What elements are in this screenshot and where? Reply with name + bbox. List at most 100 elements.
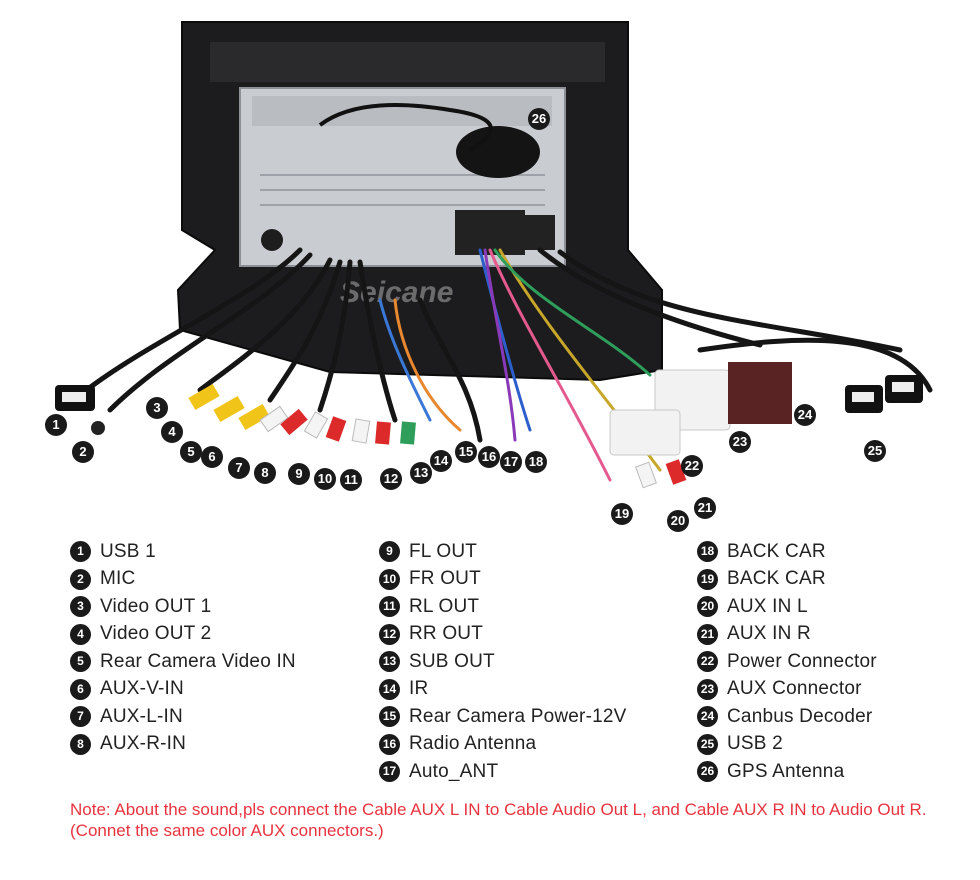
legend-label: BACK CAR <box>727 540 826 562</box>
legend-number: 24 <box>697 706 718 728</box>
legend-number: 7 <box>70 706 91 728</box>
callout-26: 26 <box>528 108 550 130</box>
legend-label: Canbus Decoder <box>727 705 873 727</box>
legend-label: Power Connector <box>727 650 877 672</box>
callout-2: 2 <box>72 441 94 463</box>
callout-10: 10 <box>314 468 336 490</box>
legend-label: Rear Camera Power-12V <box>409 705 627 727</box>
legend-label: AUX IN R <box>727 623 811 645</box>
legend-number: 3 <box>70 596 91 618</box>
legend-number: 15 <box>379 706 400 728</box>
legend-number: 16 <box>379 733 400 755</box>
legend-label: Video OUT 1 <box>100 595 212 617</box>
callout-9: 9 <box>288 463 310 485</box>
callout-24: 24 <box>794 404 816 426</box>
callout-14: 14 <box>430 450 452 472</box>
callout-12: 12 <box>380 468 402 490</box>
legend-item: 17 Auto_ANT <box>379 758 627 786</box>
rca-plugs <box>188 383 687 489</box>
legend-item: 5 Rear Camera Video IN <box>70 648 296 676</box>
callout-4: 4 <box>161 421 183 443</box>
legend-number: 13 <box>379 651 400 673</box>
legend-number: 19 <box>697 568 718 590</box>
legend-item: 12 RR OUT <box>379 621 627 649</box>
legend-item: 18 BACK CAR <box>697 538 877 566</box>
callout-19: 19 <box>611 503 633 525</box>
legend-label: IR <box>409 678 429 700</box>
callout-15: 15 <box>455 441 477 463</box>
legend-item: 26 GPS Antenna <box>697 758 877 786</box>
legend-number: 12 <box>379 623 400 645</box>
legend-item: 16 Radio Antenna <box>379 731 627 759</box>
legend-number: 25 <box>697 733 718 755</box>
legend-label: MIC <box>100 568 136 590</box>
legend-label: BACK CAR <box>727 568 826 590</box>
legend-item: 14 IR <box>379 676 627 704</box>
legend-number: 6 <box>70 678 91 700</box>
legend-number: 10 <box>379 568 400 590</box>
legend-label: GPS Antenna <box>727 760 845 782</box>
callout-22: 22 <box>681 455 703 477</box>
callout-21: 21 <box>694 497 716 519</box>
callout-23: 23 <box>729 431 751 453</box>
legend-number: 14 <box>379 678 400 700</box>
legend-label: AUX Connector <box>727 678 862 700</box>
legend-number: 2 <box>70 568 91 590</box>
legend-label: RR OUT <box>409 623 484 645</box>
sound-connection-note: Note: About the sound,pls connect the Ca… <box>70 800 927 840</box>
legend-label: AUX-R-IN <box>100 733 187 755</box>
legend-item: 20 AUX IN L <box>697 593 877 621</box>
legend-label: FR OUT <box>409 568 481 590</box>
callout-7: 7 <box>228 457 250 479</box>
legend-label: Radio Antenna <box>409 733 537 755</box>
legend-item: 6 AUX-V-IN <box>70 676 296 704</box>
legend-item: 10 FR OUT <box>379 566 627 594</box>
callout-13: 13 <box>410 462 432 484</box>
legend-number: 1 <box>70 541 91 563</box>
legend-label: Rear Camera Video IN <box>100 650 296 672</box>
legend-label: USB 1 <box>100 540 156 562</box>
legend-number: 8 <box>70 733 91 755</box>
legend-label: FL OUT <box>409 540 478 562</box>
callout-11: 11 <box>340 469 362 491</box>
callout-3: 3 <box>146 397 168 419</box>
callout-16: 16 <box>478 446 500 468</box>
legend-item: 23 AUX Connector <box>697 676 877 704</box>
legend-number: 23 <box>697 678 718 700</box>
legend-item: 7 AUX-L-IN <box>70 703 296 731</box>
legend-item: 8 AUX-R-IN <box>70 731 296 759</box>
legend-label: Auto_ANT <box>409 760 499 782</box>
legend-label: AUX-V-IN <box>100 678 184 700</box>
legend-item: 15 Rear Camera Power-12V <box>379 703 627 731</box>
legend-label: Video OUT 2 <box>100 623 212 645</box>
legend-number: 22 <box>697 651 718 673</box>
legend-number: 17 <box>379 761 400 783</box>
legend-number: 5 <box>70 651 91 673</box>
legend-number: 9 <box>379 541 400 563</box>
legend-item: 9 FL OUT <box>379 538 627 566</box>
legend-number: 26 <box>697 761 718 783</box>
legend-item: 19 BACK CAR <box>697 566 877 594</box>
callout-25: 25 <box>864 440 886 462</box>
canbus-decoder <box>728 362 792 424</box>
legend-number: 18 <box>697 541 718 563</box>
legend-item: 22 Power Connector <box>697 648 877 676</box>
callout-8: 8 <box>254 462 276 484</box>
callout-17: 17 <box>500 451 522 473</box>
callout-20: 20 <box>667 510 689 532</box>
legend-label: RL OUT <box>409 595 480 617</box>
legend-number: 20 <box>697 596 718 618</box>
callout-6: 6 <box>201 446 223 468</box>
legend-label: AUX IN L <box>727 595 808 617</box>
callout-5: 5 <box>180 441 202 463</box>
legend-label: AUX-L-IN <box>100 705 183 727</box>
legend-item: 1 USB 1 <box>70 538 296 566</box>
